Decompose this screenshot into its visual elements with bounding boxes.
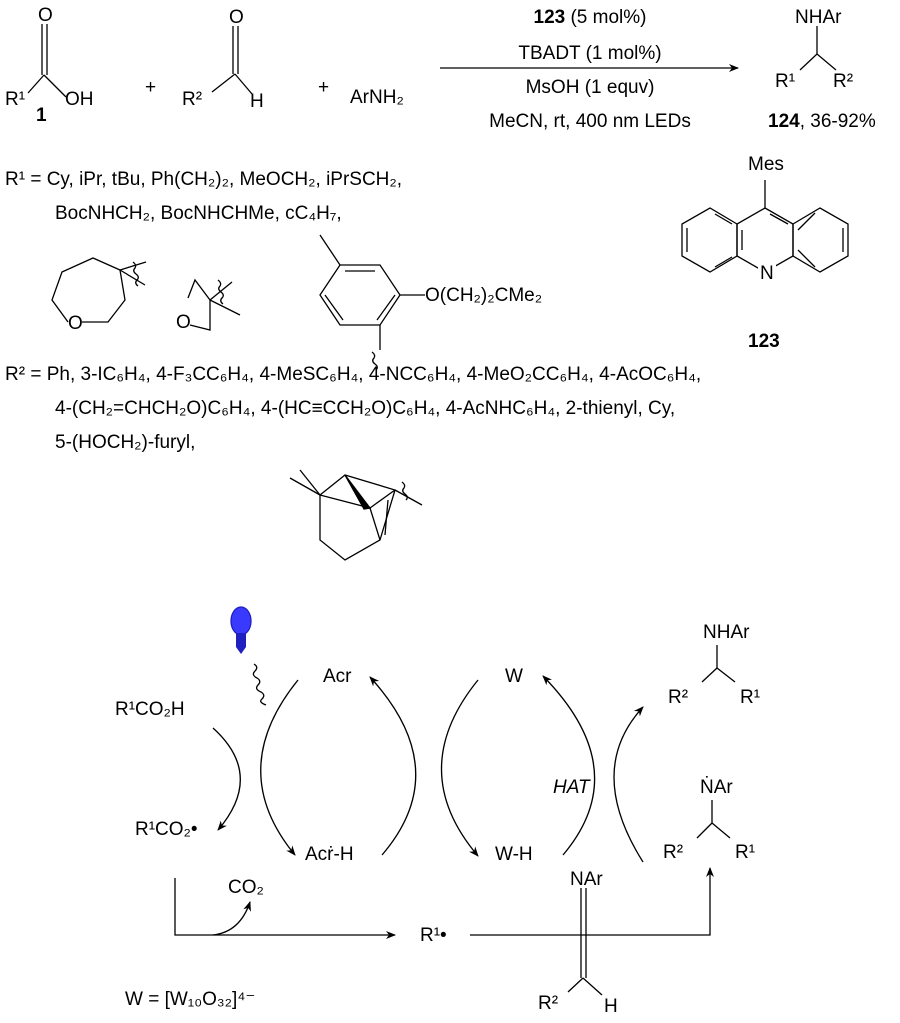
catalyst-loading: (5 mol%) — [565, 7, 647, 28]
aldehyde-h: H — [250, 91, 264, 112]
mech-product-nhar: NHAr — [703, 622, 750, 643]
plus-sign: + — [318, 77, 330, 98]
product-mechanism-structure — [701, 645, 736, 683]
catalyst-label: 123 — [748, 331, 780, 352]
condition-solvent: MeCN, rt, 400 nm LEDs — [489, 111, 691, 132]
carboxyl-radical: R¹CO₂• — [135, 819, 198, 840]
light-wavy-line — [252, 663, 267, 706]
product-124-structure — [799, 26, 837, 71]
aldehyde-r2: R² — [182, 89, 203, 110]
catalyst-id: 123 — [533, 7, 566, 28]
condition-tbadt: TBADT (1 mol%) — [518, 43, 662, 64]
imine-structure — [567, 888, 603, 996]
carboxylic-acid: R¹CO₂H — [115, 699, 185, 720]
hat-label: HAT — [553, 777, 590, 798]
arrow-aminyl-to-product — [613, 706, 644, 863]
aryl-ether: O(CH₂)₂CMe₂ — [425, 285, 543, 306]
imine-h: H — [604, 996, 618, 1017]
oxetane-oxygen: O — [176, 312, 191, 333]
product-yield: , 36-92% — [799, 111, 876, 132]
imine-r2: R² — [538, 993, 559, 1014]
acridine-catalyst: Acr — [323, 666, 352, 687]
light-bulb-icon — [230, 606, 252, 654]
thp-oxygen: O — [68, 313, 83, 334]
acid-oh: OH — [65, 89, 94, 110]
arrow-acr-h-to-acr — [369, 676, 417, 856]
aldehyde-oxygen: O — [229, 7, 244, 28]
tungstate-definition: W = [W₁₀O₃₂]⁴⁻ — [125, 989, 256, 1010]
plus-sign: + — [145, 77, 157, 98]
acid-r1: R¹ — [5, 89, 26, 110]
acridine-nitrogen: N — [758, 263, 776, 284]
product-r2: R² — [833, 71, 854, 92]
compound-1-label: 1 — [36, 105, 47, 126]
mesityl-label: Mes — [748, 154, 784, 175]
product-nhar: NHAr — [795, 7, 842, 28]
r1-scope-line1: R¹ = Cy, iPr, tBu, Ph(CH₂)₂, MeOCH₂, iPr… — [5, 169, 403, 190]
tetrahydropyranyl-structure — [51, 257, 147, 323]
carboxylic-acid-structure — [27, 24, 67, 98]
arrow-acr-to-acr-h — [260, 679, 299, 856]
arrow-decarboxylation — [174, 878, 396, 939]
aryl-structure — [319, 234, 425, 371]
arrow-acid-to-carboxyl-radical — [212, 727, 241, 831]
tungstate-h: W-H — [495, 844, 533, 865]
oxetanyl-structure — [187, 278, 241, 331]
condition-msoh: MsOH (1 equv) — [525, 77, 655, 98]
aminyl-radical-nar: ṄAr — [700, 777, 733, 798]
alkyl-radical: R¹• — [420, 925, 447, 946]
aldehyde-structure — [211, 26, 253, 95]
mech-product-r2: R² — [668, 687, 689, 708]
arrow-radical-addition — [470, 867, 714, 936]
arrow-w-to-w-h — [441, 679, 479, 857]
carbon-dioxide: CO₂ — [228, 877, 264, 898]
r2-scope-line2: 4-(CH₂=CHCH₂O)C₆H₄, 4-(HC≡CCH₂O)C₆H₄, 4-… — [55, 398, 676, 419]
mech-product-r1: R¹ — [740, 687, 761, 708]
aminyl-r2: R² — [663, 842, 684, 863]
product-label: 124, 36-92% — [768, 112, 876, 131]
pinenyl-structure — [289, 469, 423, 561]
aminyl-r1: R¹ — [735, 842, 756, 863]
arrow-w-h-to-w — [542, 675, 596, 856]
product-r1: R¹ — [775, 71, 796, 92]
r2-scope-line1: R² = Ph, 3-IC₆H₄, 4-F₃CC₆H₄, 4-MeSC₆H₄, … — [5, 364, 702, 385]
acridine-catalyst-structure — [681, 180, 849, 273]
acid-oxygen: O — [38, 5, 53, 26]
tungstate: W — [505, 666, 523, 687]
arrow-co2-release — [212, 901, 251, 936]
r2-scope-line3: 5-(HOCH₂)-furyl, — [55, 432, 196, 453]
acridine-radical-h: Acṙ-H — [305, 844, 354, 865]
aminyl-radical-structure — [696, 800, 731, 839]
amine: ArNH₂ — [350, 87, 404, 108]
r1-scope-line2: BocNHCH₂, BocNHCHMe, cC₄H₇, — [55, 203, 342, 224]
condition-catalyst: 123 (5 mol%) — [440, 8, 740, 27]
product-id: 124 — [768, 111, 800, 132]
imine-nar: NAr — [570, 869, 603, 890]
